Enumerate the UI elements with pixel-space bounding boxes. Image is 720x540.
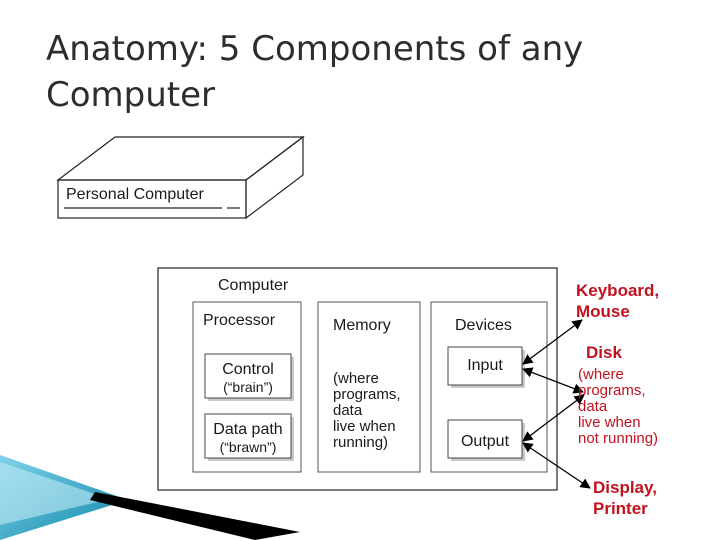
display-printer-line: Printer bbox=[593, 499, 648, 518]
datapath-box bbox=[204, 413, 292, 459]
output-label: Output bbox=[460, 433, 510, 450]
devices-label: Devices bbox=[455, 317, 512, 334]
memory-note-line: running) bbox=[333, 434, 389, 451]
arrow-output-disk bbox=[522, 394, 585, 442]
disk-note-line: data bbox=[578, 398, 608, 415]
personal-computer-case bbox=[56, 135, 305, 220]
display-printer-line: Display, bbox=[593, 478, 657, 497]
personal-computer-label: Personal Computer bbox=[66, 186, 204, 203]
disk-note-line: not running) bbox=[578, 430, 659, 447]
datapath-label: Data path bbox=[213, 421, 283, 438]
input-box bbox=[447, 346, 523, 386]
slide-title-line-2: Computer bbox=[46, 75, 216, 115]
keyboard-mouse-callout: Keyboard, Mouse bbox=[576, 280, 659, 322]
slide-title-line-1: Anatomy: 5 Components of any bbox=[46, 29, 584, 69]
disk-note-line: (where bbox=[578, 366, 624, 383]
input-label: Input bbox=[467, 357, 503, 374]
output-box bbox=[447, 419, 523, 459]
computer-label: Computer bbox=[218, 277, 289, 294]
slide-title: Anatomy: 5 Components of any Computer bbox=[46, 26, 666, 118]
disk-note-line: live when bbox=[578, 414, 641, 431]
memory-label: Memory bbox=[333, 317, 391, 334]
keyboard-mouse-line: Mouse bbox=[576, 302, 630, 321]
memory-note-line: programs, bbox=[333, 386, 401, 403]
arrow-output-display bbox=[522, 442, 591, 489]
memory-note: (where programs, data live when running) bbox=[333, 371, 401, 451]
decorative-swoosh bbox=[0, 455, 300, 540]
keyboard-mouse-line: Keyboard, bbox=[576, 281, 660, 300]
display-printer-callout: Display, Printer bbox=[593, 477, 657, 519]
arrow-to-input bbox=[522, 319, 583, 365]
memory-note-line: live when bbox=[333, 418, 396, 435]
processor-label: Processor bbox=[203, 312, 276, 329]
control-note: (“brain”) bbox=[223, 379, 273, 395]
disk-callout: Disk bbox=[586, 343, 622, 362]
memory-note-line: (where bbox=[333, 370, 379, 387]
disk-note: (where programs, data live when not runn… bbox=[578, 367, 658, 447]
memory-panel bbox=[317, 301, 421, 473]
control-label: Control bbox=[222, 361, 274, 378]
datapath-note: (“brawn”) bbox=[219, 439, 277, 455]
arrow-input-disk bbox=[522, 367, 584, 394]
disk-note-line: programs, bbox=[578, 382, 646, 399]
memory-note-line: data bbox=[333, 402, 363, 419]
control-box bbox=[204, 353, 292, 399]
